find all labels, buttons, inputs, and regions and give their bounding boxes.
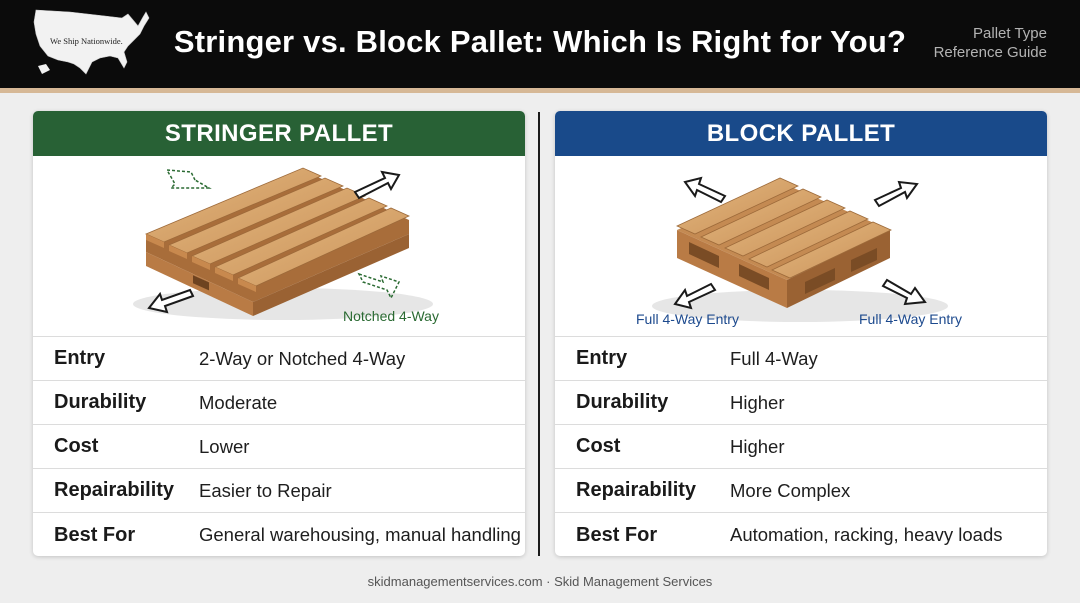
block-heading: BLOCK PALLET <box>555 111 1047 156</box>
table-row: Best For General warehousing, manual han… <box>33 513 525 556</box>
row-value: Automation, racking, heavy loads <box>730 524 1003 545</box>
table-row: Cost Lower <box>33 425 525 469</box>
row-value: General warehousing, manual handling <box>199 524 521 545</box>
entry-arrow-icon <box>147 170 401 314</box>
footer-credit: skidmanagementservices.com · Skid Manage… <box>367 574 713 589</box>
table-row: Entry Full 4-Way <box>555 337 1047 381</box>
table-row: Entry 2-Way or Notched 4-Way <box>33 337 525 381</box>
stringer-card: STRINGER PALLET <box>33 111 525 556</box>
row-key: Cost <box>54 435 99 457</box>
usa-map-icon <box>33 9 150 75</box>
stringer-pallet-illustration <box>133 167 433 320</box>
block-spec-table: Entry Full 4-Way Durability Higher Cost … <box>555 336 1047 556</box>
row-value: Full 4-Way <box>730 347 818 369</box>
row-key: Durability <box>54 391 147 413</box>
row-key: Best For <box>54 523 136 546</box>
table-row: Durability Higher <box>555 381 1047 425</box>
entry-arrow-icon <box>673 176 927 310</box>
table-row: Cost Higher <box>555 425 1047 469</box>
block-illustration: Full 4-Way Entry Full 4-Way Entry <box>555 156 1047 336</box>
table-row: Best For Automation, racking, heavy load… <box>555 513 1047 556</box>
page-subtitle: Pallet Type Reference Guide <box>934 24 1047 62</box>
stringer-spec-table: Entry 2-Way or Notched 4-Way Durability … <box>33 336 525 556</box>
row-key: Best For <box>576 523 658 546</box>
row-value: 2-Way or Notched 4-Way <box>199 347 406 369</box>
logo-text: We Ship Nationwide. <box>50 36 123 46</box>
table-row: Repairability More Complex <box>555 469 1047 513</box>
stringer-heading: STRINGER PALLET <box>33 111 525 156</box>
block-card: BLOCK PALLET <box>555 111 1047 556</box>
subtitle-line-1: Pallet Type <box>973 25 1047 42</box>
block-pallet-illustration <box>652 176 948 322</box>
subtitle-line-2: Reference Guide <box>933 44 1047 61</box>
row-value: Higher <box>730 435 785 457</box>
row-key: Repairability <box>576 479 697 501</box>
row-key: Entry <box>54 347 106 369</box>
table-row: Repairability Easier to Repair <box>33 469 525 513</box>
row-value: Easier to Repair <box>199 479 332 501</box>
row-value: More Complex <box>730 479 851 501</box>
full-entry-label-left: Full 4-Way Entry <box>636 311 739 327</box>
table-row: Durability Moderate <box>33 381 525 425</box>
stringer-illustration: Notched 4-Way <box>33 156 525 336</box>
row-value: Moderate <box>199 391 278 413</box>
row-key: Entry <box>576 347 628 369</box>
row-key: Durability <box>576 391 669 413</box>
row-value: Higher <box>730 391 785 413</box>
page-title: Stringer vs. Block Pallet: Which Is Righ… <box>173 24 907 59</box>
header-bar: We Ship Nationwide. Stringer vs. Block P… <box>0 0 1080 88</box>
row-value: Lower <box>199 435 250 457</box>
row-key: Cost <box>576 435 621 457</box>
accent-bar <box>0 88 1080 93</box>
row-key: Repairability <box>54 479 175 501</box>
notched-entry-arrow-icon <box>165 169 401 300</box>
center-divider <box>538 112 540 556</box>
notched-entry-label: Notched 4-Way <box>343 308 439 324</box>
full-entry-label-right: Full 4-Way Entry <box>859 311 962 327</box>
